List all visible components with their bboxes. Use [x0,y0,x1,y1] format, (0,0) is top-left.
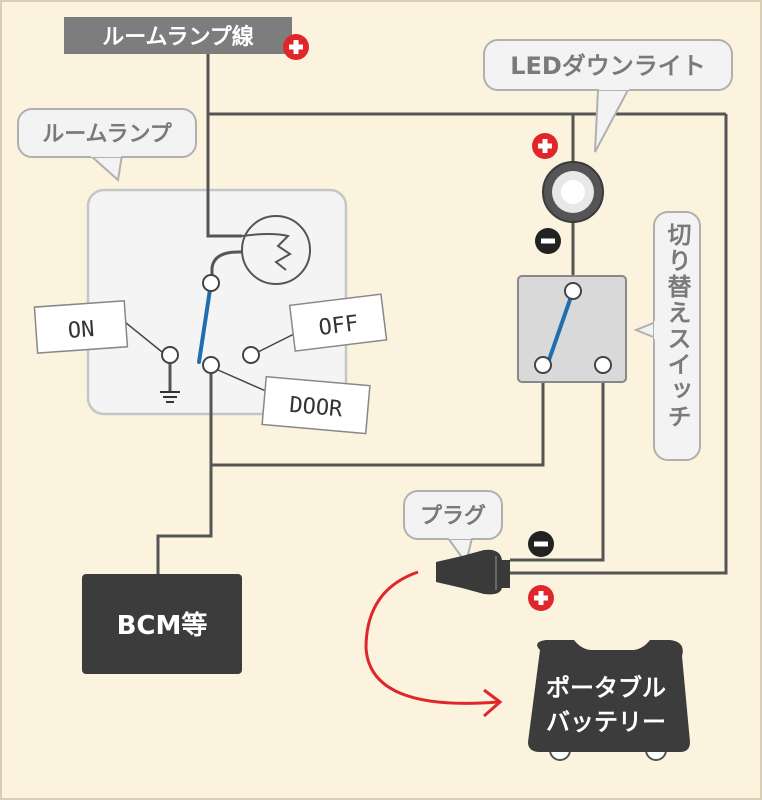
terminal-on [161,346,179,364]
toggle-switch-box [517,275,627,383]
toggle-lever [547,289,575,362]
off-label: OFF [317,311,360,341]
wire-minus-rail [510,366,605,562]
portable-battery: ポータブル バッテリー [528,640,690,761]
led-downlight-label: LEDダウンライト [510,52,706,80]
plus-icon [283,34,309,60]
bulb-icon [241,215,311,285]
wire-plus-rail [510,114,728,575]
terminal-door [202,356,220,374]
callout-room-lamp-tail [87,154,124,182]
switch-label: 切り替えスイッチ [663,222,691,430]
battery-label-line2: バッテリー [546,708,666,736]
ground-icon [160,391,180,403]
door-label: DOOR [288,393,344,423]
room-lamp-label: ルームランプ [42,122,173,147]
room-lamp-lever [197,281,213,364]
terminal-common [202,274,220,292]
wire-door-down [156,368,213,575]
minus-icon [535,228,561,254]
plus-icon [532,133,558,159]
wires [156,50,728,575]
plug-label: プラグ [420,503,486,529]
wire-bulb-to-common [210,250,259,283]
on-label: ON [67,317,95,344]
switch-terminal-left [534,356,552,374]
wire-return-horizontal [211,366,545,467]
on-label-box: ON [33,300,129,354]
terminal-off [242,346,260,364]
led-downlight [542,161,604,223]
room-lamp-wire-box [64,17,292,54]
switch-terminal-right [594,356,612,374]
battery-label-line1: ポータブル [546,674,666,702]
door-label-box: DOOR [261,375,371,435]
room-lamp-wire-label: ルームランプ線 [102,24,254,50]
plug-icon [436,549,510,595]
bcm-box [82,574,242,674]
plus-icon [528,585,554,611]
minus-icon [528,531,554,557]
switch-terminal-top [564,282,582,300]
callout-led-tail [594,89,630,153]
wire-room-lamp-feed [206,50,242,238]
arrow-to-battery [364,570,499,705]
off-label-box: OFF [288,293,388,352]
bcm-label: BCM等 [117,610,208,641]
